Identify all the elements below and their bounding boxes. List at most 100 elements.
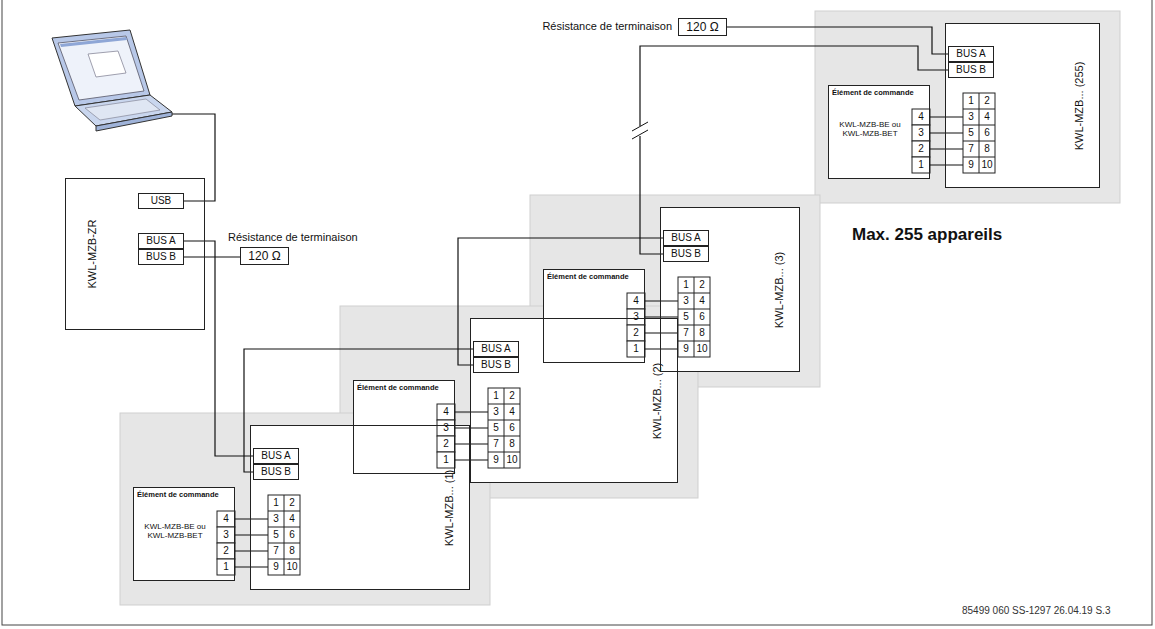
panel-ground <box>815 11 1120 203</box>
pin-grid <box>963 141 995 142</box>
box-fill <box>133 487 235 581</box>
pin-number: 4 <box>289 514 295 524</box>
pin-grid <box>678 341 710 342</box>
element-title: Élément de commande <box>832 89 914 97</box>
terminal-name: BUS B <box>481 360 511 370</box>
pin-number: 1 <box>493 391 499 401</box>
wire <box>930 132 963 133</box>
pin-number: 6 <box>699 312 705 322</box>
pin-grid <box>963 125 995 126</box>
pin-grid <box>488 452 520 453</box>
pin-number: 8 <box>699 328 705 338</box>
device-name: KWL-MZB... (1) <box>444 469 455 545</box>
control-element-box: Élément de commande <box>543 269 645 363</box>
pin-grid <box>268 543 300 544</box>
device-count-note: Max. 255 appareils <box>852 226 1002 243</box>
wire <box>930 164 963 165</box>
terminal-number: 1 <box>633 344 639 354</box>
element-title: Élément de commande <box>357 384 439 392</box>
terminal-number: 3 <box>633 312 639 322</box>
pin-number: 8 <box>289 546 295 556</box>
device-box: KWL-MZB... (2) BUS A BUS B <box>470 318 678 483</box>
control-element-box: Élément de commandeKWL-MZB-BE ou KWL-MZB… <box>133 487 235 581</box>
pin-number: 1 <box>968 96 974 106</box>
terminal-name: BUS A <box>261 451 290 461</box>
box-fill <box>660 207 800 372</box>
resistor-value: 120 Ω <box>686 21 718 33</box>
terminal-cell <box>627 293 645 309</box>
terminal-cell <box>627 341 645 357</box>
terminal-name: USB <box>151 196 172 206</box>
terminal-cell: BUS A <box>948 46 994 62</box>
pin-grid <box>979 93 980 173</box>
wire <box>645 332 678 333</box>
device-name: KWL-MZB-ZR <box>87 219 98 288</box>
pin-grid <box>488 436 520 437</box>
device-box: KWL-MZB... (1) BUS A BUS B <box>250 425 470 590</box>
wire <box>455 443 488 444</box>
box-fill <box>945 23 1100 188</box>
terminal-cell: BUS B <box>948 62 994 78</box>
terminal-number: 2 <box>918 144 924 154</box>
terminal-cell: BUS B <box>253 464 299 480</box>
pin-number: 3 <box>683 296 689 306</box>
pin-number: 4 <box>984 112 990 122</box>
terminal-number: 3 <box>223 530 229 540</box>
terminal-name: BUS A <box>481 344 510 354</box>
terminal-cell <box>217 511 235 527</box>
pin-grid <box>268 559 300 560</box>
pin-number: 7 <box>493 439 499 449</box>
element-model: KWL-MZB-BE ou KWL-MZB-BET <box>137 522 213 540</box>
terminal-cell: BUS B <box>663 246 709 262</box>
pin-number: 2 <box>509 391 515 401</box>
terminal-cell <box>912 141 930 157</box>
terminal-cell: BUS A <box>138 233 184 249</box>
resistor-caption: Résistance de terminaison <box>542 21 672 32</box>
wire <box>235 534 268 535</box>
pin-grid <box>488 388 520 468</box>
pin-number: 7 <box>968 144 974 154</box>
device-name: KWL-MZB... (2) <box>652 362 663 438</box>
wire <box>235 566 268 567</box>
terminal-cell: BUS A <box>473 341 519 357</box>
terminal-cell: BUS A <box>663 230 709 246</box>
box-fill <box>543 269 645 363</box>
pin-grid <box>963 157 995 158</box>
pin-number: 10 <box>981 160 992 170</box>
pin-number: 2 <box>984 96 990 106</box>
terminal-name: BUS A <box>956 49 985 59</box>
pin-grid <box>963 109 995 110</box>
pin-number: 9 <box>683 344 689 354</box>
wire <box>645 300 678 301</box>
wire <box>930 148 963 149</box>
terminal-cell <box>912 157 930 173</box>
terminal-name: BUS B <box>261 467 291 477</box>
terminal-number: 4 <box>918 112 924 122</box>
wire <box>455 427 488 428</box>
terminal-cell: BUS B <box>138 249 184 265</box>
terminal-cell: BUS B <box>473 357 519 373</box>
terminal-name: BUS B <box>146 252 176 262</box>
control-element-box: Élément de commandeKWL-MZB-BE ou KWL-MZB… <box>828 85 930 179</box>
pin-number: 5 <box>683 312 689 322</box>
device-box: KWL-MZB... (3)BUS ABUS B <box>660 207 800 372</box>
wire <box>645 348 678 349</box>
pin-number: 2 <box>289 498 295 508</box>
element-title: Élément de commande <box>547 273 629 281</box>
wire <box>455 459 488 460</box>
terminal-name: BUS A <box>671 233 700 243</box>
terminal-cell: USB <box>138 193 184 209</box>
pin-number: 1 <box>683 280 689 290</box>
pin-number: 8 <box>984 144 990 154</box>
pin-number: 9 <box>273 562 279 572</box>
pin-number: 5 <box>273 530 279 540</box>
pin-number: 3 <box>273 514 279 524</box>
pin-grid <box>678 293 710 294</box>
laptop-illustration <box>52 30 172 131</box>
pin-number: 9 <box>968 160 974 170</box>
element-title: Élément de commande <box>137 491 219 499</box>
terminal-number: 3 <box>918 128 924 138</box>
bus-cable <box>727 27 948 54</box>
terminal-number: 1 <box>443 455 449 465</box>
